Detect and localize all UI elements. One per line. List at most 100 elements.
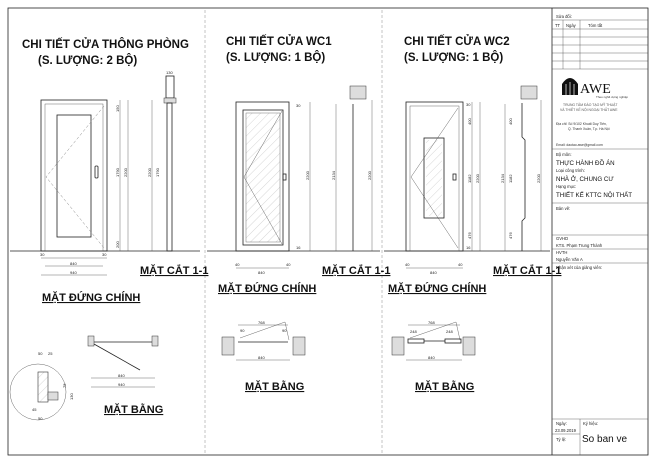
- dimension-label: NHÀ Ở, CHUNG CƯ: [556, 176, 614, 183]
- elevation-label: MẶT ĐỨNG CHÍNH: [388, 282, 486, 295]
- dimension-label: Ngày:: [556, 421, 567, 426]
- dimension-label: 2134: [331, 170, 336, 180]
- dimension-label: 40: [405, 262, 410, 267]
- plan-label: MẶT BẰNG: [104, 403, 163, 416]
- section-title: CHI TIẾT CỬA THÔNG PHÒNG: [22, 38, 189, 51]
- dimension-label: Ngày: [566, 23, 577, 28]
- dimension-label: Q. Thanh Xuân, T.p. Hà Nội: [568, 127, 610, 131]
- section-label: MẶT CẮT 1-1: [140, 264, 208, 277]
- dimension-label: 2134: [500, 173, 505, 183]
- dimension-label: 476: [467, 232, 472, 239]
- dimension-label: Sửa đổi:: [556, 14, 572, 19]
- section-title: CHI TIẾT CỬA WC1: [226, 35, 332, 48]
- dimension-label: 1182: [467, 174, 472, 183]
- dimension-label: 2200: [536, 173, 541, 183]
- dimension-label: 400: [467, 118, 472, 125]
- dimension-label: 2200: [123, 167, 128, 177]
- glass-panel: [423, 137, 445, 219]
- section-label: MẶT CẮT 1-1: [322, 264, 390, 277]
- dimension-label: KTS. Phạm Trung Thành: [556, 243, 603, 248]
- door-detail-wc1: CHI TIẾT CỬA WC1 (S. LƯỢNG: 1 BỘ) 2200 3…: [207, 35, 390, 393]
- dimension-label: GVHD: [556, 236, 568, 241]
- plan-label: MẶT BẰNG: [415, 380, 474, 393]
- section-label: MẶT CẮT 1-1: [493, 264, 561, 277]
- elevation-label: MẶT ĐỨNG CHÍNH: [42, 291, 140, 304]
- dimension-label: 840: [70, 261, 77, 266]
- dimension-label: 130: [166, 70, 173, 75]
- awe-logo: AWE: [562, 78, 611, 97]
- door-section: [166, 102, 173, 252]
- dimension-label: 150: [115, 105, 120, 112]
- door-detail-thong-phong: CHI TIẾT CỬA THÔNG PHÒNG (S. LƯỢNG: 2 BỘ…: [9, 38, 208, 421]
- door-frame: [40, 99, 108, 252]
- dimension-label: 940: [118, 382, 125, 387]
- sheet-number: So ban ve: [582, 434, 627, 445]
- dimension-label: 40: [235, 262, 240, 267]
- dimension-label: 768: [258, 320, 265, 325]
- dimension-label: 23.09.2019: [555, 428, 577, 433]
- dimension-label: 840: [258, 355, 265, 360]
- dimension-label: Nguyễn Văn A: [556, 257, 583, 262]
- dimension-label: 1790: [115, 167, 120, 177]
- dimension-label: 2200: [305, 170, 310, 180]
- dimension-label: 50: [38, 416, 43, 421]
- dimension-label: 75: [62, 383, 67, 388]
- dimension-label: 25: [48, 351, 53, 356]
- dimension-label: Tóm tắt: [588, 23, 603, 28]
- section-quantity: (S. LƯỢNG: 2 BỘ): [38, 54, 137, 67]
- section-quantity: (S. LƯỢNG: 1 BỘ): [404, 51, 503, 64]
- dimension-label: 1182: [508, 174, 513, 183]
- door-handle: [452, 173, 457, 181]
- door-panel: [56, 114, 92, 238]
- dimension-label: 30: [40, 252, 45, 257]
- dimension-label: 940: [70, 270, 77, 275]
- dimension-label: 40: [458, 262, 463, 267]
- dimension-label: Email: daotao.awe@gmail.com: [556, 143, 603, 147]
- sheet-border: [7, 7, 649, 456]
- dimension-label: 50: [38, 351, 43, 356]
- dimension-label: 30: [296, 103, 301, 108]
- dimension-label: 248: [446, 329, 453, 334]
- dimension-label: Địa chỉ: Số 9/102 Khuất Duy Tiến,: [556, 122, 607, 126]
- dimension-label: 90: [282, 328, 287, 333]
- dimension-label: Tỷ lệ:: [556, 437, 566, 442]
- dimension-label: 768: [428, 320, 435, 325]
- door-detail-wc2: CHI TIẾT CỬA WC2 (S. LƯỢNG: 1 BỘ) 400 11…: [384, 35, 561, 393]
- dimension-label: 90: [240, 328, 245, 333]
- plan-label: MẶT BẰNG: [245, 380, 304, 393]
- dimension-label: Bộ môn:: [556, 152, 572, 157]
- dimension-label: 840: [430, 270, 437, 275]
- dimension-label: 200: [115, 241, 120, 248]
- dimension-label: 2200: [147, 167, 152, 177]
- dimension-label: Theo nghề dựng nghiệp: [596, 95, 628, 99]
- dimension-label: Ký hiệu:: [583, 421, 598, 426]
- title-block: Sửa đổi: TT Ngày Tóm tắt AWE Theo nghề d…: [551, 8, 648, 455]
- dimension-label: 30: [102, 252, 107, 257]
- dimension-label: 476: [508, 232, 513, 239]
- dimension-label: 16: [296, 245, 301, 250]
- dimension-label: 400: [508, 118, 513, 125]
- dimension-label: 840: [118, 373, 125, 378]
- dimension-label: 248: [410, 329, 417, 334]
- dimension-label: 840: [428, 355, 435, 360]
- dimension-label: 45: [32, 407, 37, 412]
- section-title: CHI TIẾT CỬA WC2: [404, 35, 510, 48]
- dimension-label: 16: [466, 245, 471, 250]
- door-frame: [235, 101, 290, 252]
- detail-callout: [9, 363, 67, 421]
- section-quantity: (S. LƯỢNG: 1 BỘ): [226, 51, 325, 64]
- dimension-label: Nhận xét của giảng viên:: [556, 265, 602, 270]
- dimension-label: 30: [466, 102, 471, 107]
- dimension-label: 130: [69, 393, 74, 400]
- dimension-label: 2200: [475, 173, 480, 183]
- dimension-label: THIẾT KẾ KTTC NỘI THẤT: [556, 192, 632, 199]
- dimension-label: HVTH: [556, 250, 567, 255]
- door-section: [521, 103, 526, 251]
- dimension-label: 1790: [155, 167, 160, 177]
- dimension-label: AWE: [580, 82, 611, 97]
- elevation-label: MẶT ĐỨNG CHÍNH: [218, 282, 316, 295]
- dimension-label: TT: [555, 23, 561, 28]
- dimension-label: TRUNG TÂM ĐÀO TẠO MỸ THUẬT: [563, 102, 617, 107]
- dimension-label: VÀ THIẾT KẾ NỘI NGOẠI THẤT AWE: [560, 107, 618, 112]
- door-handle: [282, 173, 287, 181]
